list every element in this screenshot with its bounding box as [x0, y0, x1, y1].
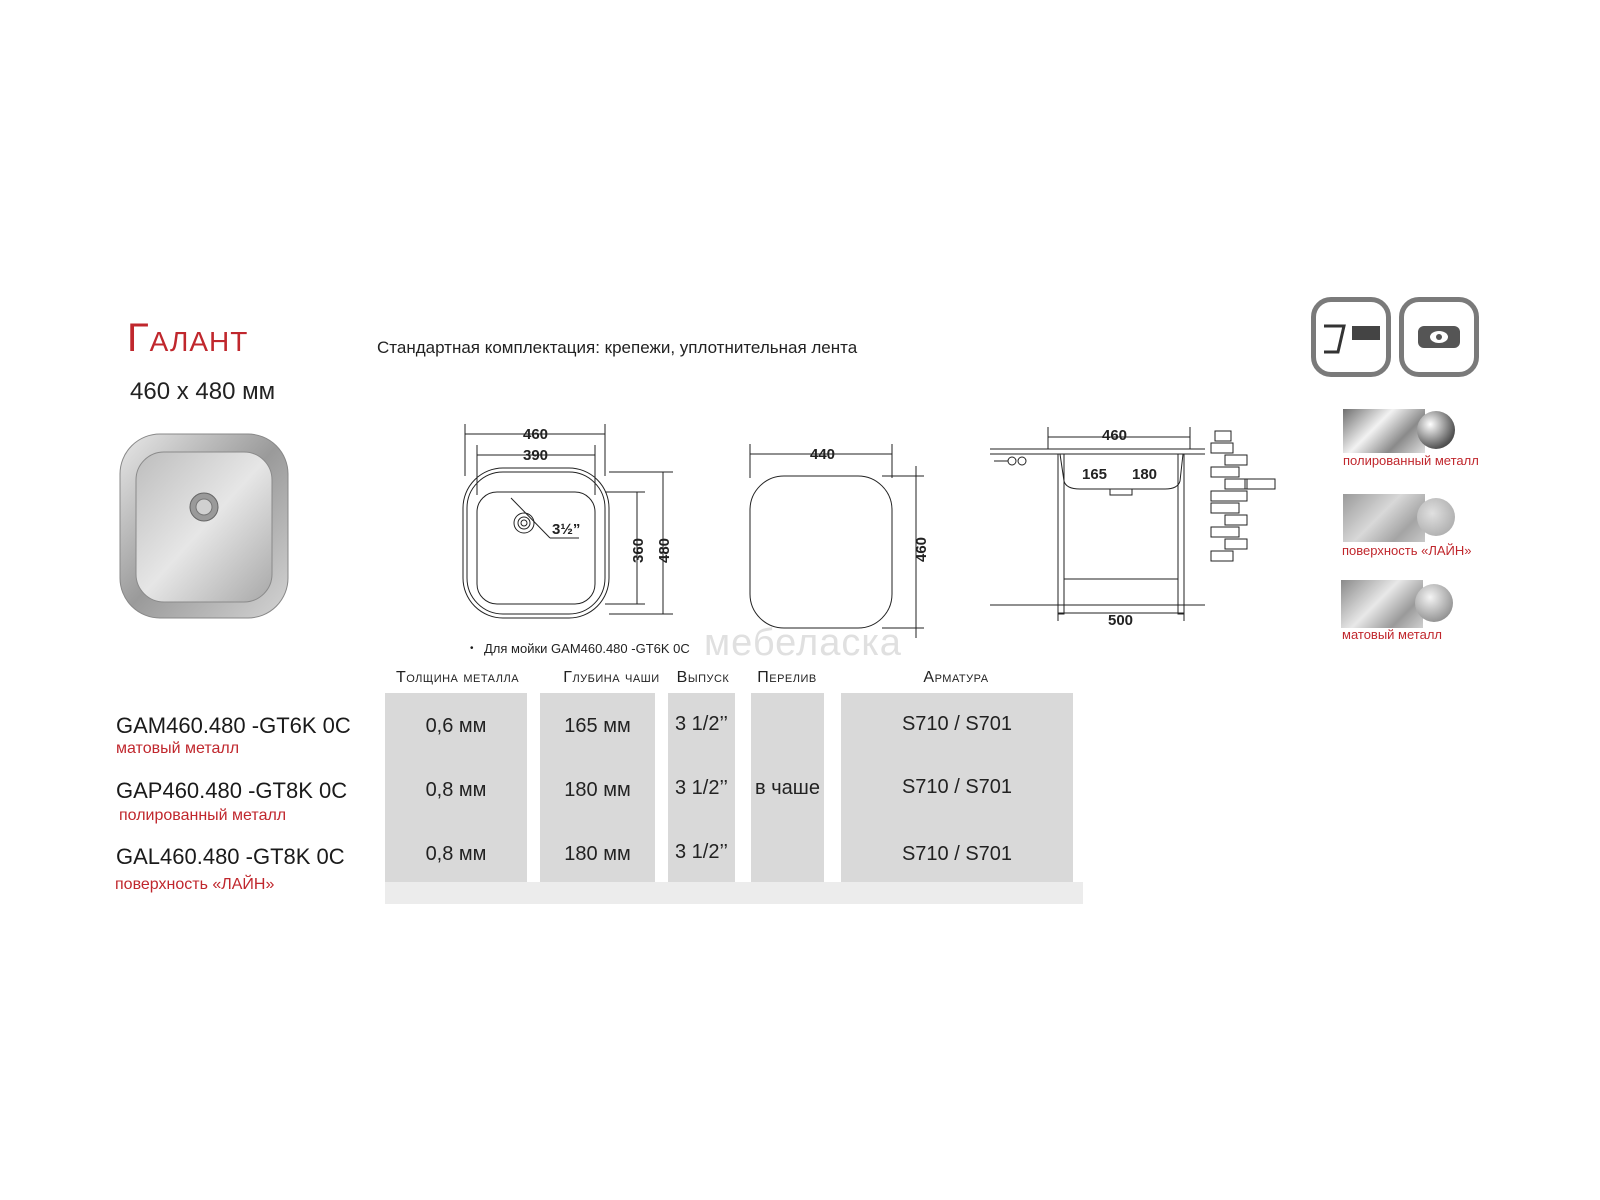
cutout-drawing: 440 460 — [740, 440, 940, 640]
row-1-fittings: S710 / S701 — [901, 713, 1013, 735]
dim-390: 390 — [523, 447, 548, 464]
swatch-caption-matte: матовый металл — [1342, 627, 1442, 642]
side-view-drawing: 460 165 180 500 — [990, 425, 1290, 640]
swatch-matte — [1341, 580, 1453, 630]
row-3-outlet: 3 1/2’’ — [674, 841, 728, 863]
row-3-depth: 180 мм — [564, 843, 631, 865]
column-depth — [540, 693, 655, 882]
row-3-model: GAL460.480 -GT8K 0C — [116, 844, 345, 869]
dim-360: 360 — [630, 538, 647, 563]
diagram-note: Для мойки GAM460.480 -GT6K 0C — [484, 641, 690, 656]
dim-drain: 3½” — [552, 521, 580, 538]
row-2-finish: полированный металл — [119, 807, 287, 824]
column-overflow — [751, 693, 824, 882]
dim-460-top: 460 — [523, 426, 548, 443]
dim-460-cutout: 460 — [913, 537, 930, 562]
swatch-caption-polished: полированный металл — [1343, 453, 1479, 468]
swatch-line — [1343, 494, 1455, 544]
watermark: мебеласка — [704, 622, 902, 664]
row-3-finish: поверхность «ЛАЙН» — [115, 876, 275, 893]
product-title: Галант — [127, 316, 249, 360]
swatch-polished — [1343, 405, 1455, 455]
header-fittings: Арматура — [923, 669, 989, 686]
dim-460-side: 460 — [1102, 427, 1127, 444]
sink-photo — [118, 432, 292, 622]
row-2-thickness: 0,8 мм — [425, 779, 487, 801]
dim-440: 440 — [810, 446, 835, 463]
row-1-depth: 165 мм — [564, 715, 631, 737]
inset-mount-icon — [1311, 297, 1391, 377]
row-2-model: GAP460.480 -GT8K 0C — [116, 778, 348, 803]
bullet-icon: • — [470, 643, 474, 654]
header-depth: Глубина чаши — [563, 669, 660, 686]
header-outlet: Выпуск — [676, 669, 730, 686]
dim-500: 500 — [1108, 612, 1133, 629]
row-2-fittings: S710 / S701 — [901, 776, 1013, 798]
row-2-outlet: 3 1/2’’ — [674, 777, 728, 799]
row-1-thickness: 0,6 мм — [425, 715, 487, 737]
row-1-outlet: 3 1/2’’ — [674, 713, 728, 735]
swatch-caption-line: поверхность «ЛАЙН» — [1342, 543, 1472, 558]
row-1-finish: матовый металл — [116, 740, 240, 757]
column-thickness — [385, 693, 527, 882]
row-3-fittings: S710 / S701 — [901, 843, 1013, 865]
dim-480: 480 — [656, 538, 673, 563]
row-overflow: в чаше — [755, 777, 820, 799]
row-3-thickness: 0,8 мм — [425, 843, 487, 865]
dim-165: 165 — [1082, 466, 1107, 483]
dim-180: 180 — [1132, 466, 1157, 483]
header-thickness: Толщина металла — [395, 669, 520, 686]
top-view-drawing: 460 390 3½” 360 480 — [455, 420, 685, 640]
row-2-depth: 180 мм — [564, 779, 631, 801]
round-bowl-icon — [1399, 297, 1479, 377]
header-overflow: Перелив — [757, 669, 817, 686]
column-outlet — [668, 693, 735, 882]
column-fittings — [841, 693, 1073, 882]
product-size: 460 x 480 мм — [130, 378, 276, 405]
standard-kit-text: Стандартная комплектация: крепежи, уплот… — [377, 338, 858, 357]
row-1-model: GAM460.480 -GT6K 0C — [116, 713, 351, 738]
table-footer-bar — [385, 882, 1083, 904]
